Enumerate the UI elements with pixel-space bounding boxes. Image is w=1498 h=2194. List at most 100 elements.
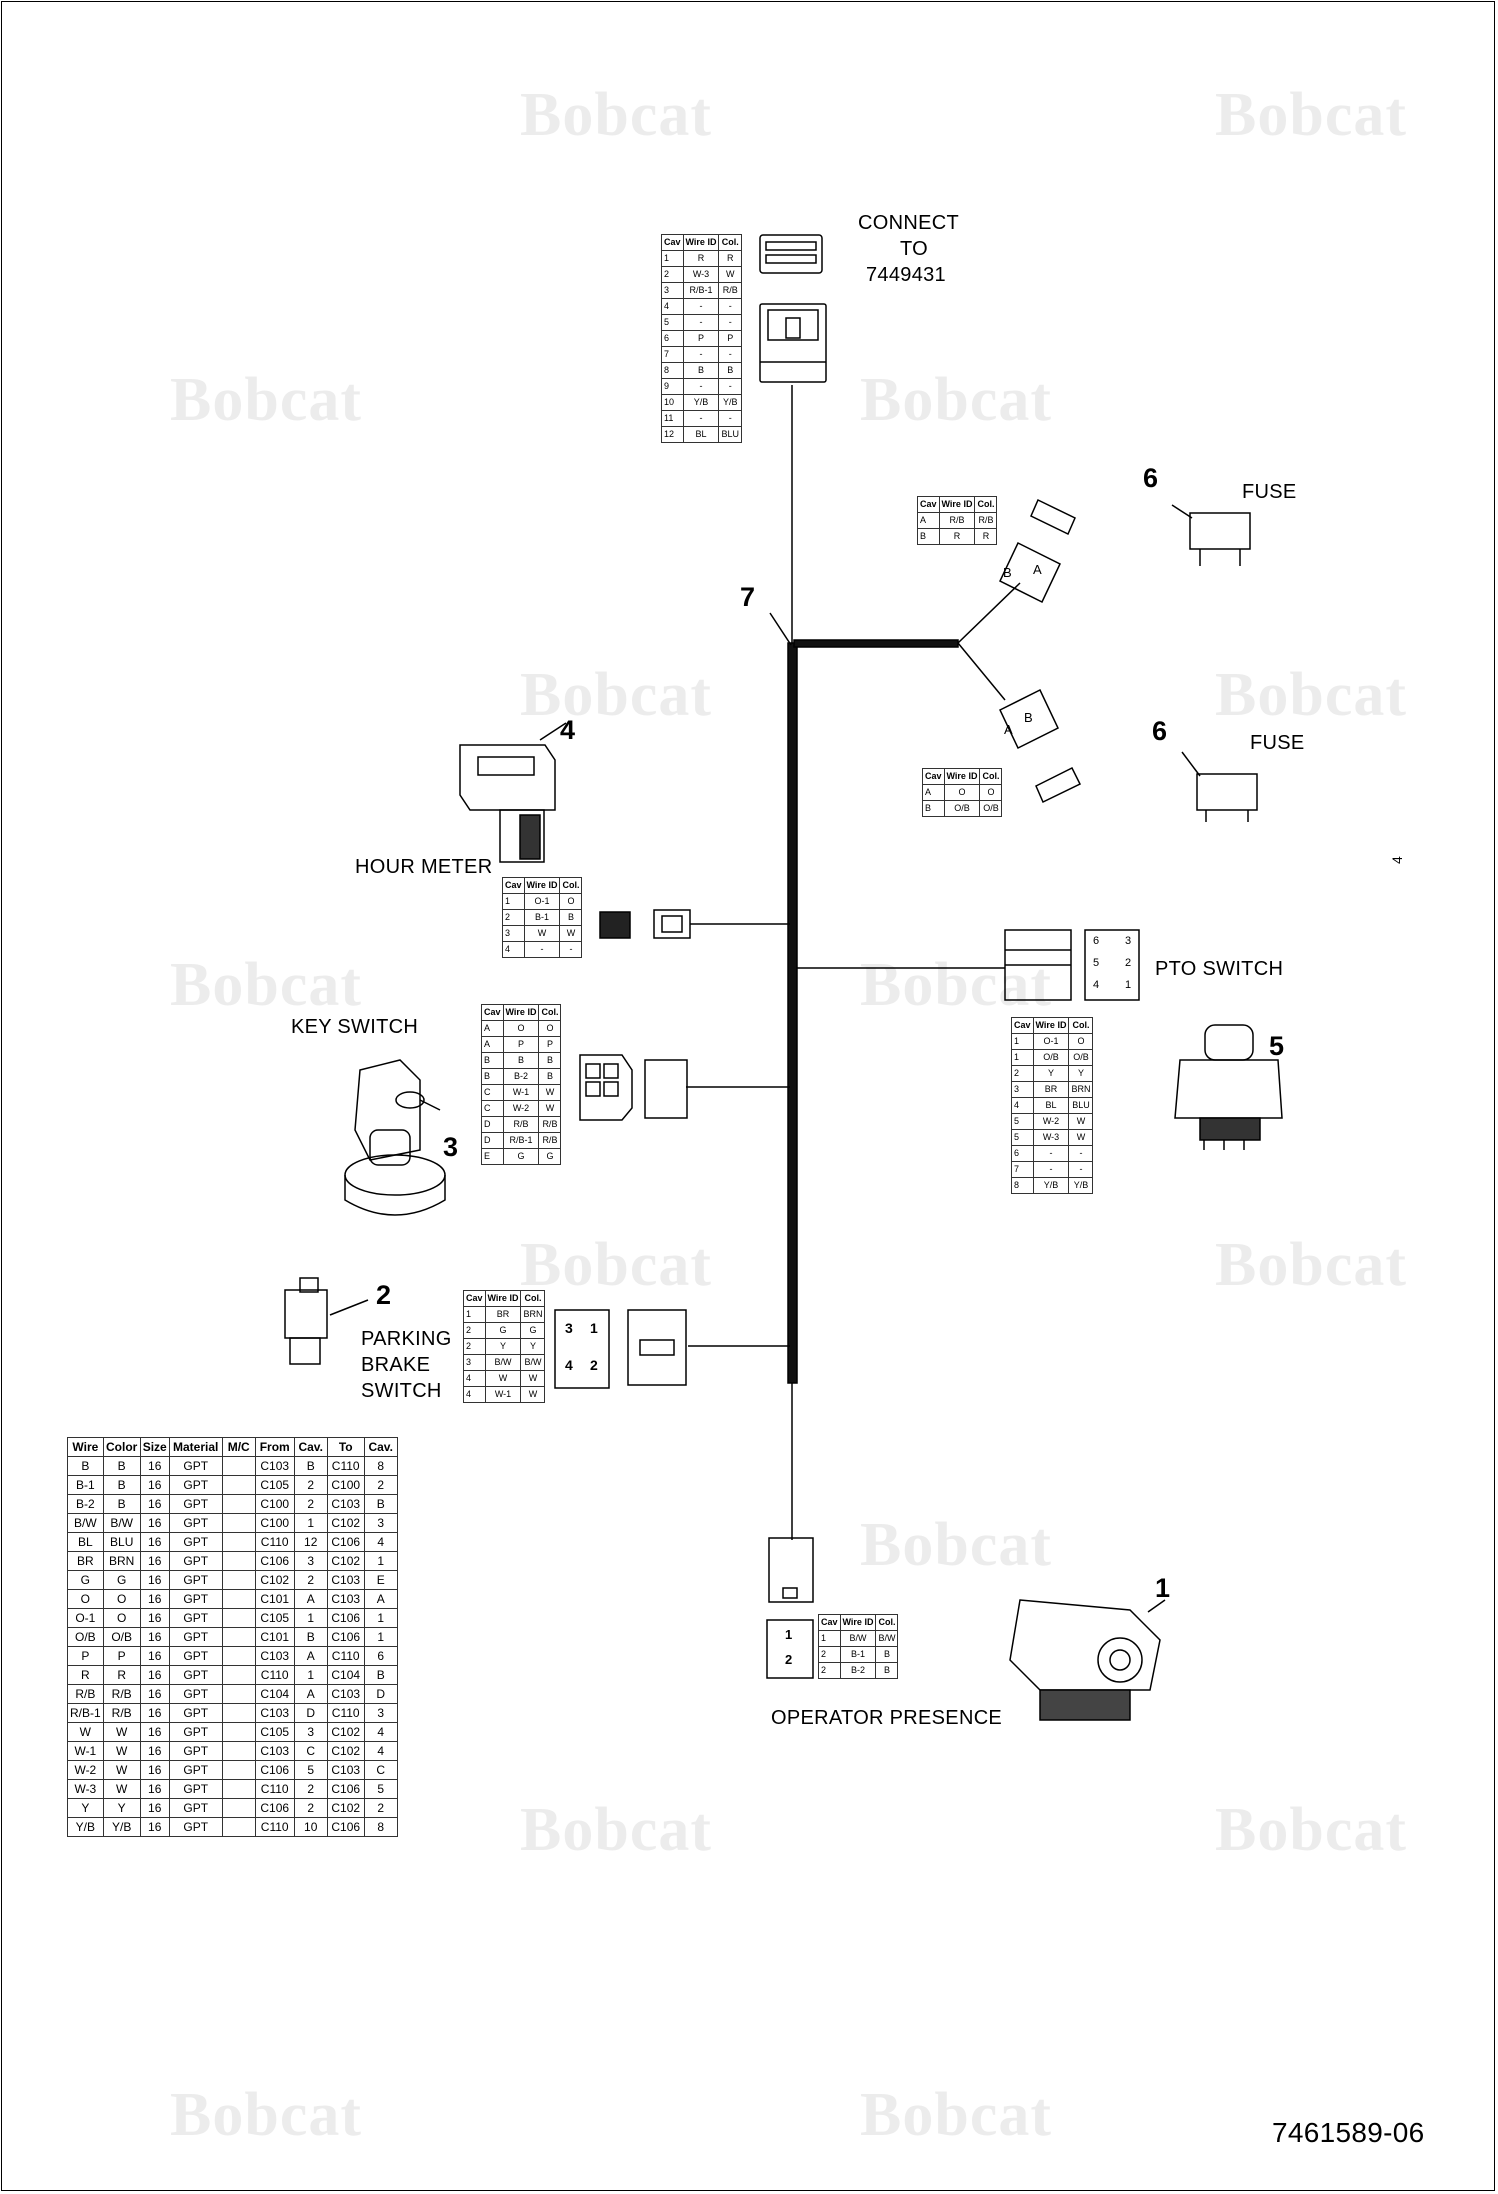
cavity-cell: B-2: [839, 1662, 877, 1679]
parking-label-line1: PARKING: [361, 1328, 452, 1350]
cavity-cell: O: [1068, 1033, 1094, 1050]
cavity-cell: G: [502, 1148, 540, 1165]
wire-cell: GPT: [168, 1646, 223, 1666]
cavity-cell: B: [502, 1052, 540, 1069]
wire-cell: A: [293, 1646, 328, 1666]
wire-cell: 6: [363, 1646, 398, 1666]
wire-cell: E: [363, 1570, 398, 1590]
cavity-cell: R/B: [538, 1116, 562, 1133]
header-wire-id: Wire ID: [484, 1290, 522, 1307]
hour-meter-connector-art: [599, 909, 691, 939]
wire-cell: C100: [326, 1475, 365, 1495]
fuse-top-connector-art: [999, 498, 1076, 604]
cavity-cell: B-1: [523, 909, 561, 926]
parking-pin-4: 4: [565, 1357, 574, 1373]
wire-cell: C: [363, 1760, 398, 1780]
fuse-bottom-pin-b: B: [1024, 710, 1033, 725]
wire-cell: GPT: [168, 1456, 223, 1476]
cavity-cell: A: [922, 784, 945, 801]
wire-cell: C110: [254, 1665, 295, 1685]
cavity-cell: Y/B: [1068, 1177, 1094, 1194]
wire-cell: W: [102, 1741, 141, 1761]
wire-cell: [221, 1570, 256, 1590]
header-cav: Cav: [463, 1290, 486, 1307]
cavity-cell: O/B: [943, 800, 981, 817]
wire-cell: C106: [254, 1551, 295, 1571]
wire-cell: 3: [363, 1703, 398, 1723]
wire-cell: R: [67, 1665, 104, 1685]
cavity-cell: P: [718, 330, 742, 347]
wire-cell: C110: [326, 1646, 365, 1666]
fuse-top-art: [1171, 504, 1251, 566]
cavity-cell: 2: [502, 909, 525, 926]
cavity-cell: 5: [1011, 1129, 1034, 1146]
cavity-cell: O/B: [1032, 1049, 1070, 1066]
wire-cell: P: [67, 1646, 104, 1666]
wire-cell: C106: [254, 1798, 295, 1818]
wire-cell: B: [293, 1456, 328, 1476]
hour-meter-art: [459, 722, 567, 863]
fuse-top-pin-a: A: [1033, 562, 1042, 577]
wire-cell: 12: [293, 1532, 328, 1552]
wire-cell: C104: [326, 1665, 365, 1685]
wire-cell: B-2: [67, 1494, 104, 1514]
parking-pin-2: 2: [590, 1357, 599, 1373]
cavity-cell: Y: [1068, 1065, 1094, 1082]
wire-cell: 10: [293, 1817, 328, 1837]
wire-cell: 1: [363, 1551, 398, 1571]
wire-cell: A: [293, 1684, 328, 1704]
cavity-cell: 1: [463, 1306, 486, 1323]
cavity-cell: Y: [1032, 1065, 1070, 1082]
cavity-cell: R/B: [974, 512, 998, 529]
header-col: Col.: [1068, 1017, 1094, 1034]
wire-col-mc: M/C: [221, 1437, 256, 1457]
wire-col-color: Color: [102, 1437, 141, 1457]
header-cav: Cav: [818, 1614, 841, 1631]
header-wire-id: Wire ID: [1032, 1017, 1070, 1034]
wire-cell: 16: [139, 1570, 170, 1590]
header-col: Col.: [538, 1004, 562, 1021]
wire-cell: C100: [254, 1494, 295, 1514]
wire-cell: 5: [363, 1779, 398, 1799]
wire-cell: W-2: [67, 1760, 104, 1780]
wire-cell: [221, 1779, 256, 1799]
cavity-cell: 2: [818, 1662, 841, 1679]
cavity-cell: 4: [661, 298, 684, 315]
cavity-cell: BLU: [718, 426, 742, 443]
wire-cell: [221, 1722, 256, 1742]
cavity-cell: Y: [484, 1338, 522, 1355]
wire-cell: 4: [363, 1722, 398, 1742]
wire-cell: [221, 1475, 256, 1495]
cavity-cell: A: [481, 1020, 504, 1037]
cavity-cell: Y: [520, 1338, 546, 1355]
cavity-row: 4--: [502, 941, 583, 958]
wire-cell: C103: [254, 1456, 295, 1476]
cavity-cell: W: [520, 1386, 546, 1403]
wire-cell: C100: [254, 1513, 295, 1533]
cavity-cell: 5: [1011, 1113, 1034, 1130]
pto-connector-art: [1004, 929, 1140, 1001]
header-col: Col.: [559, 877, 583, 894]
parking-brake-art: [284, 1277, 369, 1365]
cavity-cell: 4: [463, 1386, 486, 1403]
wire-cell: C106: [254, 1760, 295, 1780]
op-pin-1: 1: [785, 1627, 793, 1642]
wire-cell: 3: [363, 1513, 398, 1533]
wire-cell: GPT: [168, 1741, 223, 1761]
wire-cell: C106: [326, 1608, 365, 1628]
cavity-cell: R: [682, 250, 720, 267]
cavity-cell: O-1: [1032, 1033, 1070, 1050]
